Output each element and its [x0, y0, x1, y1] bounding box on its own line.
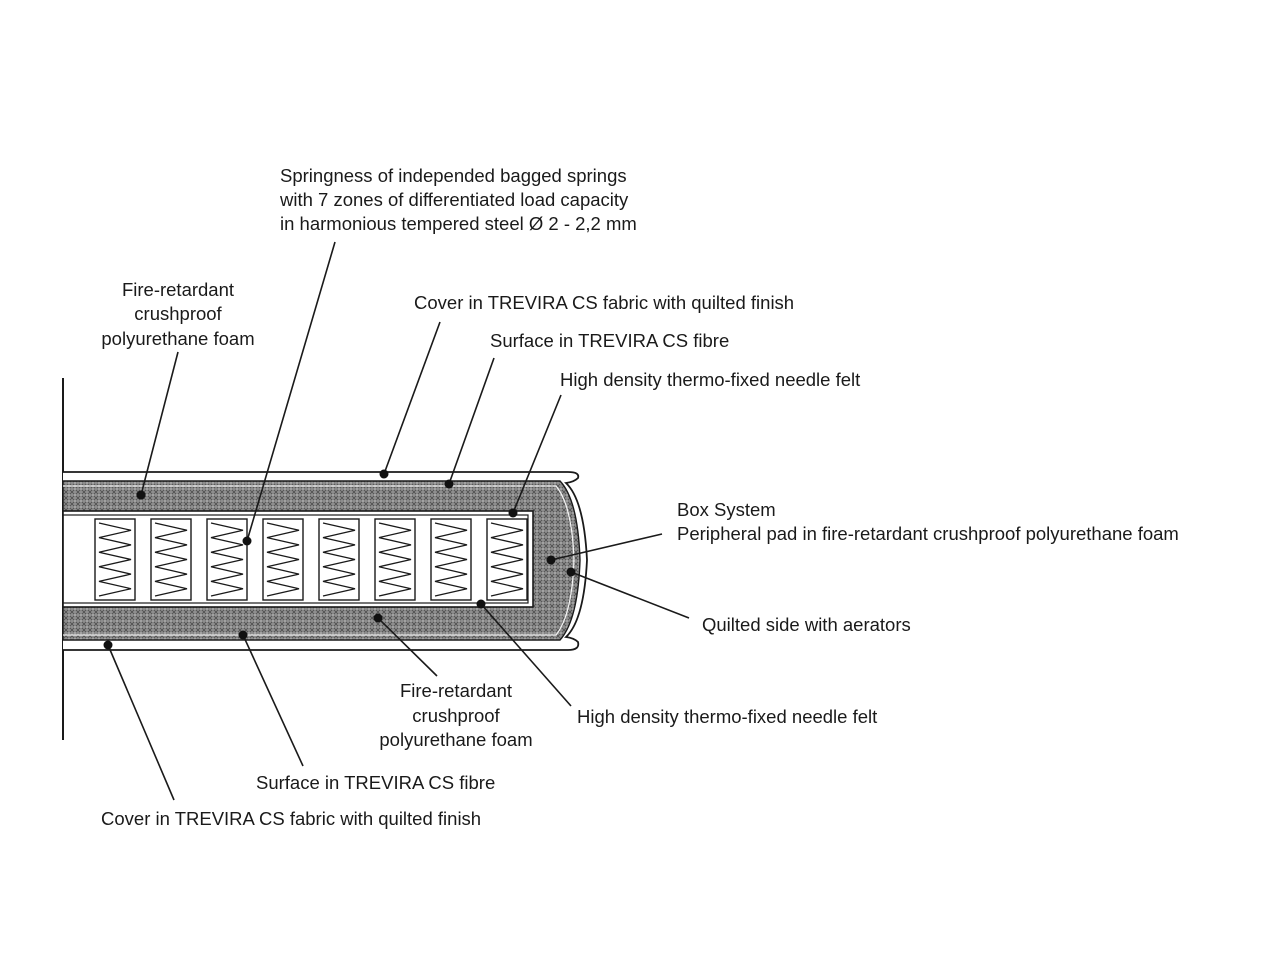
label-cover-top: Cover in TREVIRA CS fabric with quilted … [414, 292, 794, 313]
leader-lines [107, 241, 690, 801]
leader-dot [373, 613, 383, 623]
bagged-spring [94, 518, 136, 601]
label-quilted-side: Quilted side with aerators [702, 614, 911, 635]
label-box-system-title: Box System [677, 499, 776, 520]
label-springs-line1: Springness of independed bagged springs [280, 165, 627, 186]
bagged-spring [262, 518, 304, 601]
bagged-springs [94, 518, 528, 601]
bagged-spring [430, 518, 472, 601]
label-foam-bottom-line2: crushproof [412, 705, 500, 726]
label-foam-top-line1: Fire-retardant [122, 279, 234, 300]
needle-felt-inner [62, 514, 529, 604]
label-felt-bottom: High density thermo-fixed needle felt [577, 706, 877, 727]
leader-dot [508, 508, 518, 518]
label-springs-line3: in harmonious tempered steel Ø 2 - 2,2 m… [280, 213, 637, 234]
bagged-spring [318, 518, 360, 601]
leader-dot [103, 640, 113, 650]
label-surface-top: Surface in TREVIRA CS fibre [490, 330, 729, 351]
bagged-spring [374, 518, 416, 601]
surface-fibre-line [63, 485, 575, 636]
label-foam-bottom-line3: polyurethane foam [379, 729, 532, 750]
label-felt-top: High density thermo-fixed needle felt [560, 369, 860, 390]
leader-dot [238, 630, 248, 640]
label-cover-bottom: Cover in TREVIRA CS fabric with quilted … [101, 808, 481, 829]
leader-dot [242, 536, 252, 546]
bagged-spring [206, 518, 248, 601]
leader-dots [103, 469, 576, 650]
label-surface-bottom: Surface in TREVIRA CS fibre [256, 772, 495, 793]
label-box-system-desc: Peripheral pad in fire-retardant crushpr… [677, 523, 1179, 544]
leader-dot [379, 469, 389, 479]
bagged-spring [486, 518, 528, 601]
leader-dot [566, 567, 576, 577]
label-foam-top-line3: polyurethane foam [101, 328, 254, 349]
label-foam-top-line2: crushproof [134, 303, 222, 324]
leader-dot [136, 490, 146, 500]
leader-dot [444, 479, 454, 489]
leader-dot [546, 555, 556, 565]
leader-dot [476, 599, 486, 609]
label-foam-bottom-line1: Fire-retardant [400, 680, 512, 701]
bagged-spring [150, 518, 192, 601]
label-springs-line2: with 7 zones of differentiated load capa… [279, 189, 629, 210]
